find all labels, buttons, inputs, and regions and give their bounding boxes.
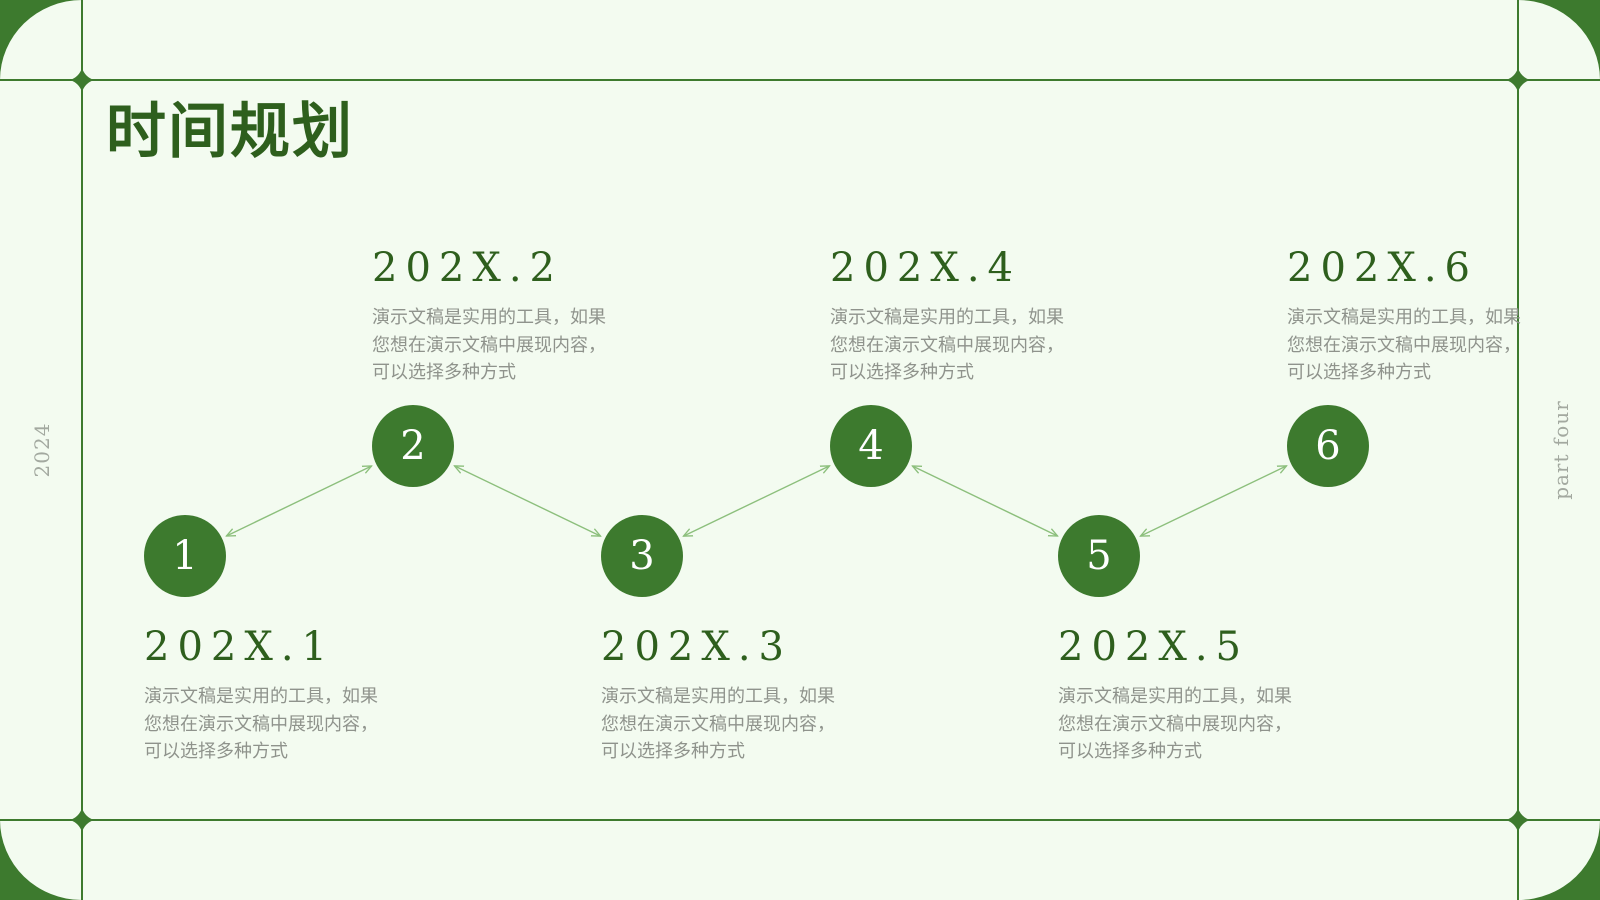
milestone-circle-5: 5	[1058, 515, 1140, 597]
milestone-text-4: 202X.4 演示文稿是实用的工具，如果 您想在演示文稿中展现内容， 可以选择多种…	[830, 248, 1130, 387]
corner-bottom-left	[0, 820, 82, 900]
milestone-text-3: 202X.3 演示文稿是实用的工具，如果 您想在演示文稿中展现内容， 可以选择多种…	[601, 627, 901, 766]
milestone-circle-2: 2	[372, 405, 454, 487]
side-label-year: 2024	[30, 422, 54, 478]
page-title: 时间规划	[106, 97, 354, 167]
milestone-description: 演示文稿是实用的工具，如果 您想在演示文稿中展现内容， 可以选择多种方式	[830, 307, 1064, 383]
milestone-description: 演示文稿是实用的工具，如果 您想在演示文稿中展现内容， 可以选择多种方式	[1287, 307, 1521, 383]
milestone-date: 202X.3	[601, 624, 792, 670]
milestone-circle-6: 6	[1287, 405, 1369, 487]
sparkle-icon	[1506, 68, 1530, 92]
milestone-text-5: 202X.5 演示文稿是实用的工具，如果 您想在演示文稿中展现内容， 可以选择多种…	[1058, 627, 1358, 766]
milestone-description: 演示文稿是实用的工具，如果 您想在演示文稿中展现内容， 可以选择多种方式	[144, 686, 378, 762]
milestone-circle-3: 3	[601, 515, 683, 597]
connector-arrow	[1140, 466, 1286, 536]
milestone-date: 202X.1	[144, 624, 335, 670]
sparkle-icon	[70, 808, 94, 832]
connector-arrow	[226, 466, 371, 536]
corner-top-left	[0, 0, 82, 80]
corner-bottom-right	[1518, 820, 1600, 900]
side-label-part: part four	[1549, 400, 1573, 500]
milestone-circle-4: 4	[830, 405, 912, 487]
milestone-circle-1: 1	[144, 515, 226, 597]
milestone-date: 202X.5	[1058, 624, 1249, 670]
connector-arrow	[683, 466, 829, 536]
milestone-text-1: 202X.1 演示文稿是实用的工具，如果 您想在演示文稿中展现内容， 可以选择多种…	[144, 627, 444, 766]
connector-arrow	[912, 466, 1057, 536]
sparkle-icon	[70, 68, 94, 92]
milestone-description: 演示文稿是实用的工具，如果 您想在演示文稿中展现内容， 可以选择多种方式	[601, 686, 835, 762]
milestone-text-6: 202X.6 演示文稿是实用的工具，如果 您想在演示文稿中展现内容， 可以选择多种…	[1287, 248, 1587, 387]
milestone-date: 202X.2	[372, 245, 563, 291]
corner-top-right	[1518, 0, 1600, 80]
milestone-description: 演示文稿是实用的工具，如果 您想在演示文稿中展现内容， 可以选择多种方式	[1058, 686, 1292, 762]
milestone-date: 202X.4	[830, 245, 1021, 291]
sparkle-icon	[1506, 808, 1530, 832]
milestone-description: 演示文稿是实用的工具，如果 您想在演示文稿中展现内容， 可以选择多种方式	[372, 307, 606, 383]
milestone-date: 202X.6	[1287, 245, 1478, 291]
connector-arrow	[454, 466, 600, 536]
milestone-text-2: 202X.2 演示文稿是实用的工具，如果 您想在演示文稿中展现内容， 可以选择多种…	[372, 248, 672, 387]
